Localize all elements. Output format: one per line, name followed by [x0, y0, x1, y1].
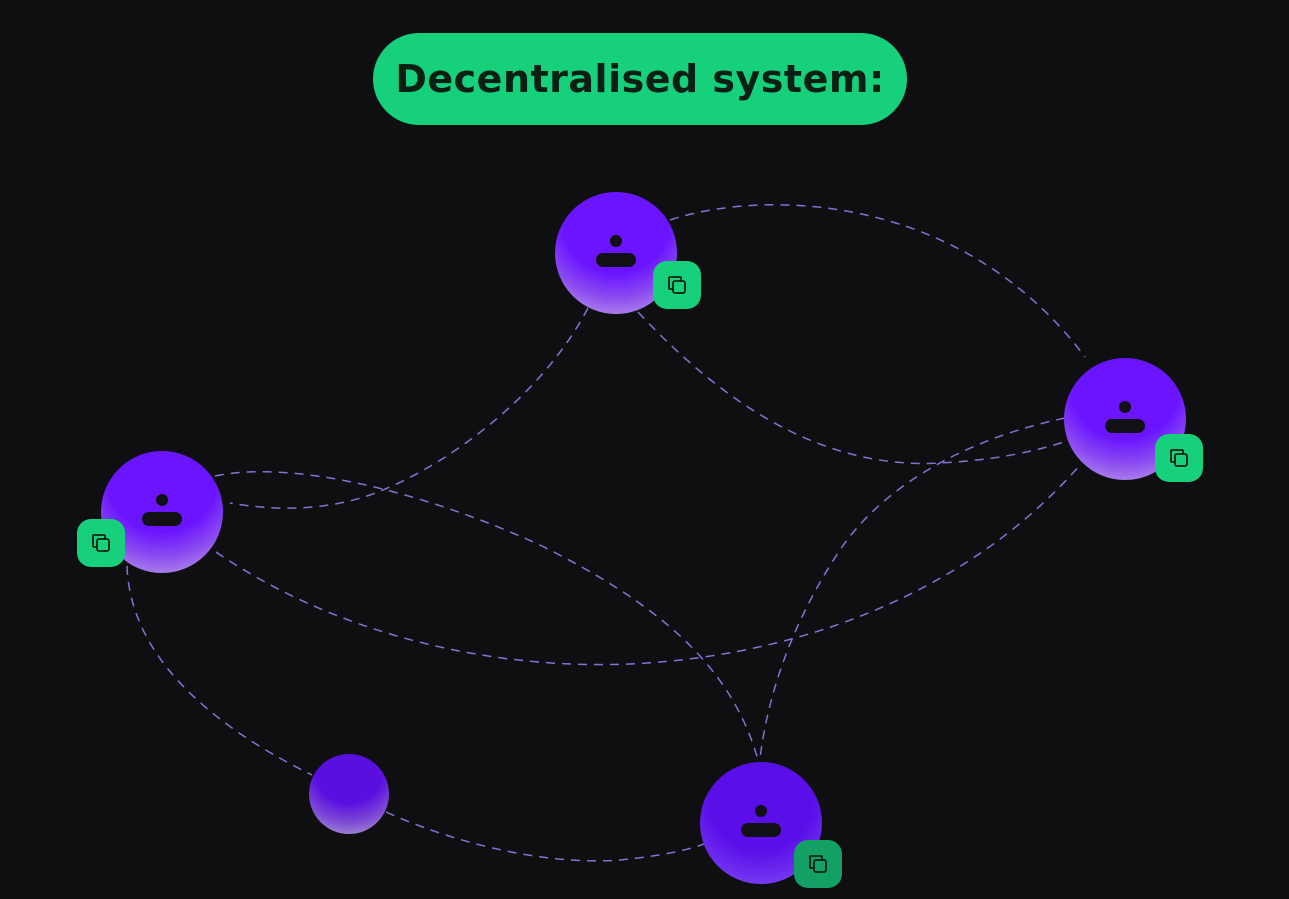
link-top-right-arc [669, 204, 1086, 358]
copy-badge-right[interactable] [1155, 434, 1203, 482]
link-left-bottom [214, 471, 759, 761]
link-small-bottom [385, 811, 707, 862]
person-icon [596, 235, 636, 271]
link-right-bottom [759, 417, 1066, 759]
link-top-left [229, 307, 589, 509]
copy-icon [668, 276, 686, 294]
copy-icon [1170, 449, 1188, 467]
node-bottom[interactable] [700, 762, 822, 884]
title-badge: Decentralised system: [373, 33, 907, 125]
person-icon [142, 494, 182, 530]
link-left-small [126, 565, 313, 776]
copy-icon [92, 534, 110, 552]
link-left-right-bottom-arc [215, 464, 1081, 666]
node-top[interactable] [555, 192, 677, 314]
link-top-right-lower [637, 311, 1071, 465]
copy-badge-bottom[interactable] [794, 840, 842, 888]
copy-badge-left[interactable] [77, 519, 125, 567]
person-icon [1105, 401, 1145, 437]
copy-icon [809, 855, 827, 873]
person-icon [741, 805, 781, 841]
node-small[interactable] [309, 754, 389, 834]
diagram-title: Decentralised system: [395, 57, 885, 101]
copy-badge-top[interactable] [653, 261, 701, 309]
